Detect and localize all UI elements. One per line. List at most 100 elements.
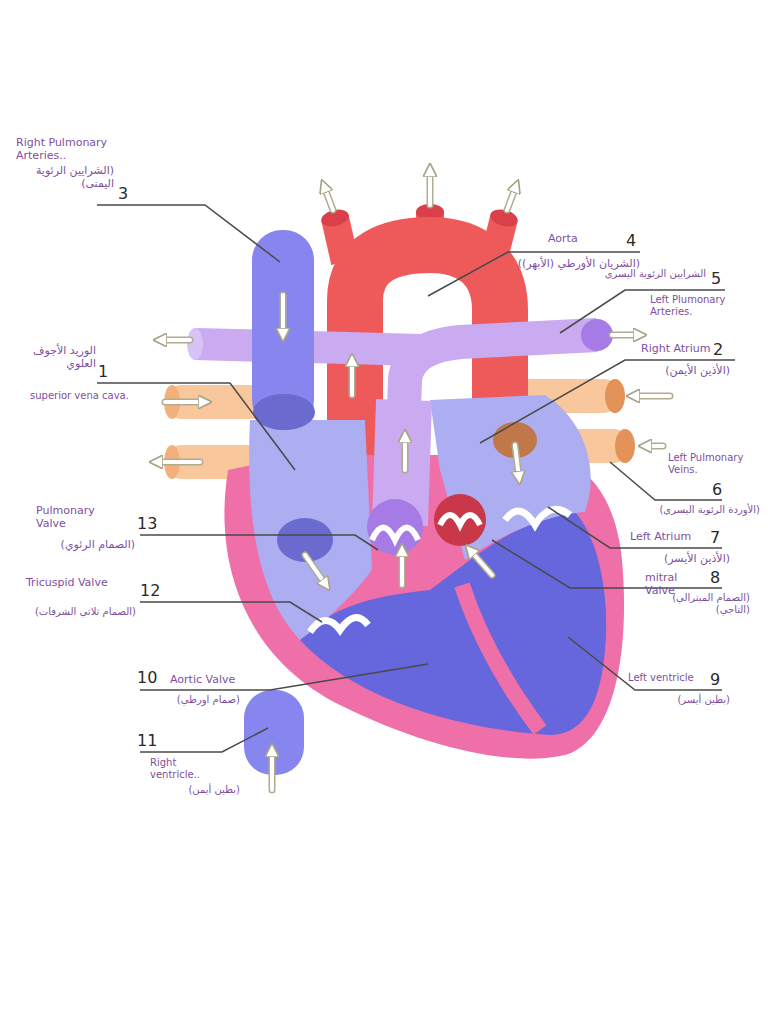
part-label: (الشرايين الرئوية اليمنى) — [14, 164, 114, 190]
flow-arrow — [350, 360, 354, 395]
heart-valve — [372, 528, 418, 541]
flow-arrow — [645, 443, 663, 450]
part-label: (بطين أيسر) — [650, 694, 730, 706]
leader-line — [480, 360, 735, 443]
heart-valve — [505, 509, 570, 525]
flow-arrow — [270, 750, 274, 790]
flow-arrow — [403, 436, 407, 470]
part-label: (الأذين الأيمن) — [640, 364, 730, 377]
part-label: (الأوردة الرئوية اليسرى) — [640, 504, 760, 516]
heart-valve — [440, 515, 480, 525]
vena-cava — [252, 230, 314, 430]
leader-line — [568, 637, 722, 690]
part-label: Left ventricle — [628, 672, 708, 684]
flow-arrow — [507, 186, 516, 210]
part-label: Right Pulmonary Arteries.. — [16, 136, 126, 162]
leader-line — [140, 602, 322, 622]
flow-arrow — [402, 436, 409, 470]
leader-line — [140, 728, 268, 752]
heart-chamber — [462, 585, 540, 730]
part-label: الشرايين الرئوية اليسرى — [596, 268, 706, 280]
flow-arrow — [633, 393, 670, 400]
flow-arrow — [427, 170, 434, 205]
pulmonary-artery — [581, 319, 613, 351]
callout-number: 13 — [137, 514, 157, 533]
heart-valve — [434, 494, 486, 546]
flow-arrow — [428, 170, 432, 205]
vena-cava — [244, 230, 315, 775]
part-label: الوريد الأجوف العلوي — [6, 344, 96, 370]
flow-arrow — [305, 555, 326, 585]
part-label: Left Plumonary Arteries. — [650, 294, 750, 318]
flow-arrow — [160, 338, 190, 342]
callout-number: 3 — [118, 184, 128, 203]
heart-valve — [310, 494, 570, 632]
part-label: Left Atrium — [630, 530, 705, 543]
leader-line — [140, 535, 378, 550]
flow-arrow — [281, 295, 285, 335]
pulmonary-vein — [615, 429, 635, 463]
callout-number: 6 — [712, 480, 722, 499]
callout-number: 12 — [140, 581, 160, 600]
callout-number: 7 — [710, 528, 720, 547]
pulmonary-artery — [400, 335, 597, 525]
heart-chamber — [430, 395, 591, 560]
flow-arrow — [470, 550, 492, 575]
leader-line — [610, 462, 722, 500]
flow-arrow — [515, 445, 519, 478]
heart-valve — [367, 499, 423, 555]
flow-arrow — [156, 459, 200, 466]
flow-arrow — [165, 400, 205, 404]
flow-arrow — [324, 186, 333, 210]
part-label: (بطين أيمن) — [160, 784, 240, 796]
part-label: Right Atrium — [641, 342, 711, 355]
leader-line — [97, 205, 735, 752]
part-label: Right ventricle.. — [150, 757, 220, 781]
flow-arrow — [160, 337, 190, 344]
part-label: superior vena cava. — [30, 390, 150, 402]
callout-number: 9 — [710, 670, 720, 689]
pulmonary-artery — [187, 328, 203, 360]
flow-arrow — [612, 332, 640, 339]
part-label: Pulmonary Valve — [36, 504, 116, 530]
leader-line — [140, 664, 428, 690]
pulmonary-artery — [400, 319, 613, 525]
leader-line — [97, 205, 280, 262]
callout-number: 11 — [137, 731, 157, 750]
part-label: Tricuspid Valve — [26, 576, 136, 589]
flow-arrow — [280, 295, 287, 335]
callout-number: 2 — [713, 340, 723, 359]
part-label: (صمام اورطي) — [140, 694, 240, 706]
flow-arrow — [399, 550, 406, 585]
callout-number: 1 — [98, 362, 108, 381]
flow-arrow — [349, 360, 356, 395]
flow-arrow — [645, 444, 663, 448]
flow-arrow — [165, 399, 205, 406]
vena-cava — [253, 394, 315, 430]
flow-arrow — [269, 750, 276, 790]
callout-number: 10 — [137, 668, 157, 687]
flow-arrow — [156, 460, 200, 464]
flow-arrow — [507, 186, 516, 210]
flow-arrow — [633, 394, 670, 398]
part-label: (الصمام الرئوي) — [20, 538, 135, 551]
callout-number: 8 — [710, 568, 720, 587]
flow-arrow — [305, 555, 326, 585]
part-label: (الصمام الميترالي) (التاجي) — [640, 592, 750, 616]
callout-number: 5 — [711, 269, 721, 288]
callout-number: 4 — [626, 231, 636, 250]
flow-arrow — [515, 445, 519, 478]
flow-arrow — [400, 550, 404, 585]
flow-arrow — [612, 333, 640, 337]
heart-chamber — [249, 420, 372, 640]
part-label: Aorta — [548, 232, 608, 245]
part-label: Left Pulmonary Veins. — [668, 452, 760, 476]
flow-arrow — [470, 550, 492, 575]
pulmonary-vein — [605, 379, 625, 413]
part-label: Aortic Valve — [170, 673, 250, 686]
part-label: (الصمام ثلاثي الشرفات) — [14, 606, 136, 618]
flow-arrow — [324, 186, 333, 210]
